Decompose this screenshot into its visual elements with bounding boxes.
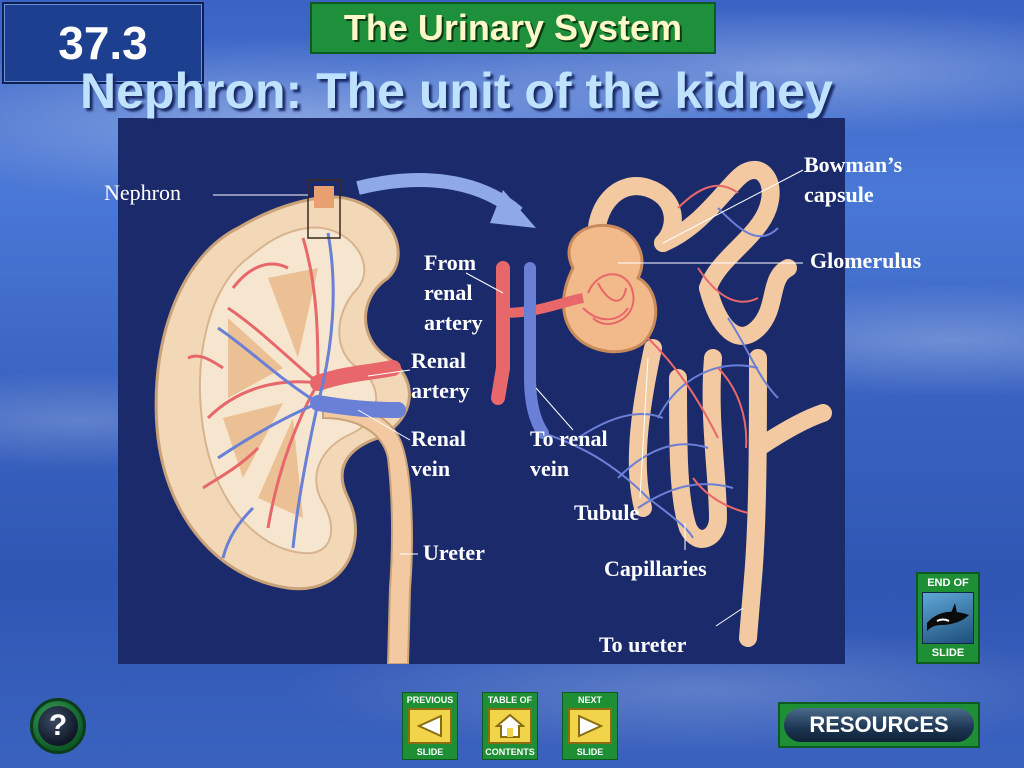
label-to-renal-vein: To renal vein	[530, 426, 608, 481]
nephron-marker-box	[307, 179, 341, 239]
help-button[interactable]: ?	[30, 698, 86, 754]
afferent-artery	[491, 261, 510, 405]
previous-bottom-label: SLIDE	[416, 747, 444, 757]
contents-bottom-label: CONTENTS	[485, 747, 535, 757]
label-ureter: Ureter	[423, 540, 485, 565]
table-of-contents-button[interactable]: TABLE OF CONTENTS	[482, 692, 538, 760]
contents-top-label: TABLE OF	[487, 695, 533, 705]
label-glomerulus: Glomerulus	[810, 248, 922, 273]
arteriole	[502, 293, 585, 318]
section-number-badge: 37.3	[2, 2, 204, 84]
section-number: 37.3	[58, 17, 148, 69]
end-of-slide-top-label: END OF	[927, 577, 969, 589]
next-top-label: NEXT	[577, 695, 602, 705]
kidney-illustration	[154, 161, 832, 664]
help-icon: ?	[38, 706, 78, 746]
bowmans-capsule-shape	[562, 223, 658, 354]
renal-vein-vessel	[310, 395, 406, 418]
home-icon	[488, 708, 532, 744]
label-capillaries: Capillaries	[604, 556, 707, 581]
capillary-network-blue	[542, 207, 779, 539]
previous-top-label: PREVIOUS	[406, 695, 454, 705]
label-from-renal-artery: From renal artery	[424, 250, 483, 335]
slide-title: Nephron: The unit of the kidney	[80, 63, 833, 119]
next-bottom-label: SLIDE	[576, 747, 604, 757]
nephron-marker-thumb	[314, 186, 334, 208]
resources-label: RESOURCES	[784, 708, 974, 742]
chapter-title-banner: The Urinary System	[310, 2, 716, 54]
renal-artery-vessel	[310, 360, 401, 391]
leader-lines	[213, 169, 804, 627]
kidney-vein-branches	[217, 232, 335, 559]
chapter-title: The Urinary System	[343, 7, 683, 48]
kidney-nephron-figure: Nephron Bowman’s capsule Glomerulus From…	[104, 118, 921, 664]
zoom-arrow-shaft	[356, 173, 523, 219]
zoom-arrow-head	[490, 190, 536, 228]
capillary-network-red	[647, 184, 759, 514]
efferent-vein	[524, 262, 549, 439]
label-renal-artery: Renal artery	[411, 348, 470, 403]
triangle-right-icon	[568, 708, 612, 744]
label-tubule: Tubule	[574, 500, 640, 525]
previous-slide-button[interactable]: PREVIOUS SLIDE	[402, 692, 458, 760]
label-bowmans-capsule: Bowman’s capsule	[804, 152, 903, 207]
triangle-left-icon	[408, 708, 452, 744]
glomerulus-shape	[582, 273, 635, 325]
orca-icon	[922, 592, 974, 644]
next-slide-button[interactable]: NEXT SLIDE	[562, 692, 618, 760]
label-renal-vein: Renal vein	[411, 426, 466, 481]
kidney-medulla	[223, 268, 318, 518]
end-of-slide-bottom-label: SLIDE	[931, 647, 965, 659]
label-to-ureter: To ureter	[599, 632, 687, 657]
kidney-artery-branches	[187, 237, 320, 529]
end-of-slide-button[interactable]: END OF SLIDE	[916, 572, 980, 664]
ureter-shape	[322, 405, 413, 664]
resources-button[interactable]: RESOURCES	[778, 702, 980, 748]
label-nephron: Nephron	[104, 180, 181, 205]
